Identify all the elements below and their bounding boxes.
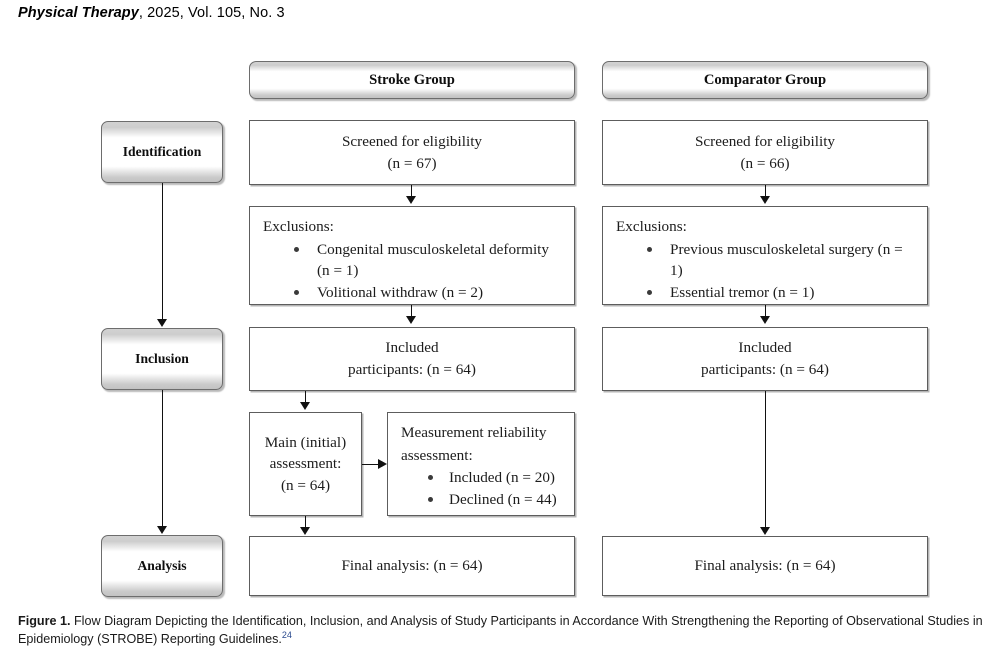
box-comparator-included: Included participants: (n = 64) xyxy=(602,327,928,391)
stroke-reliability-line1: Measurement reliability xyxy=(401,424,547,441)
arrowhead-inclusion-to-analysis xyxy=(157,526,167,534)
arrowhead-stroke-exclusions xyxy=(406,196,416,204)
box-comparator-exclusions: Exclusions: Previous musculoskeletal sur… xyxy=(602,206,928,305)
journal-running-head: Physical Therapy, 2025, Vol. 105, No. 3 xyxy=(18,5,285,21)
connector-comparator-exclusions-to-included xyxy=(765,305,766,318)
connector-main-to-reliability xyxy=(362,464,380,465)
arrowhead-stroke-main-assessment xyxy=(300,402,310,410)
comparator-included-line1: Included xyxy=(738,339,792,357)
figure-caption-reference: 24 xyxy=(281,630,292,641)
box-stroke-main-assessment: Main (initial) assessment: (n = 64) xyxy=(249,412,362,516)
column-header-stroke-label: Stroke Group xyxy=(369,71,455,88)
comparator-screened-line2: (n = 66) xyxy=(740,154,790,172)
stroke-main-line2: assessment: xyxy=(269,455,342,473)
stroke-screened-line1: Screened for eligibility xyxy=(341,132,483,150)
arrowhead-comparator-exclusions xyxy=(760,196,770,204)
figure-caption: Figure 1. Flow Diagram Depicting the Ide… xyxy=(18,612,986,649)
box-stroke-reliability-assessment: Measurement reliability assessment: Incl… xyxy=(387,412,575,516)
box-stroke-included: Included participants: (n = 64) xyxy=(249,327,575,391)
comparator-included-line2: participants: (n = 64) xyxy=(701,361,829,378)
comparator-exclusions-label: Exclusions: xyxy=(616,218,687,235)
stroke-included-line1: Included xyxy=(385,339,439,357)
stroke-exclusions-label: Exclusions: xyxy=(263,218,334,235)
arrowhead-stroke-included xyxy=(406,316,416,324)
journal-title: Physical Therapy xyxy=(18,5,139,21)
stroke-main-line1: Main (initial) xyxy=(264,433,347,451)
connector-inclusion-to-analysis xyxy=(162,390,163,527)
stroke-included-line2: participants: (n = 64) xyxy=(348,361,476,378)
connector-stroke-included-to-main xyxy=(305,391,306,404)
comparator-final-analysis-text: Final analysis: (n = 64) xyxy=(694,557,836,575)
journal-issue: , 2025, Vol. 105, No. 3 xyxy=(138,5,285,21)
arrowhead-reliability xyxy=(378,459,387,469)
column-header-comparator: Comparator Group xyxy=(602,61,928,99)
stage-label-inclusion-text: Inclusion xyxy=(135,351,189,366)
stroke-final-analysis-text: Final analysis: (n = 64) xyxy=(341,557,483,575)
stroke-exclusions-list: Congenital musculoskeletal deformity (n … xyxy=(291,239,563,304)
box-comparator-screened: Screened for eligibility (n = 66) xyxy=(602,120,928,185)
list-item: Declined (n = 44) xyxy=(425,489,563,510)
stroke-reliability-list: Included (n = 20) Declined (n = 44) xyxy=(425,467,563,511)
stage-label-inclusion: Inclusion xyxy=(101,328,223,390)
comparator-screened-line1: Screened for eligibility xyxy=(694,132,836,150)
box-stroke-exclusions: Exclusions: Congenital musculoskeletal d… xyxy=(249,206,575,305)
arrowhead-identification-to-inclusion xyxy=(157,319,167,327)
stroke-screened-line2: (n = 67) xyxy=(387,154,437,172)
list-item: Previous musculoskeletal surgery (n = 1) xyxy=(644,239,916,282)
stroke-main-line3: (n = 64) xyxy=(280,476,331,494)
connector-stroke-exclusions-to-included xyxy=(411,305,412,318)
list-item: Volitional withdraw (n = 2) xyxy=(291,282,563,303)
list-item: Essential tremor (n = 1) xyxy=(644,282,916,303)
figure-caption-text: Flow Diagram Depicting the Identificatio… xyxy=(18,614,983,647)
list-item: Included (n = 20) xyxy=(425,467,563,488)
comparator-exclusions-list: Previous musculoskeletal surgery (n = 1)… xyxy=(644,239,916,304)
column-header-comparator-label: Comparator Group xyxy=(703,71,827,88)
column-header-stroke: Stroke Group xyxy=(249,61,575,99)
stage-label-identification: Identification xyxy=(101,121,223,183)
connector-stroke-screened-to-exclusions xyxy=(411,185,412,198)
arrowhead-stroke-final-analysis xyxy=(300,527,310,535)
stage-label-analysis-text: Analysis xyxy=(137,558,187,573)
stage-label-analysis: Analysis xyxy=(101,535,223,597)
connector-comparator-screened-to-exclusions xyxy=(765,185,766,198)
connector-main-to-final-analysis xyxy=(305,516,306,528)
box-stroke-screened: Screened for eligibility (n = 67) xyxy=(249,120,575,185)
connector-identification-to-inclusion xyxy=(162,183,163,320)
box-stroke-final-analysis: Final analysis: (n = 64) xyxy=(249,536,575,596)
figure-caption-label: Figure 1. xyxy=(18,614,71,628)
box-comparator-final-analysis: Final analysis: (n = 64) xyxy=(602,536,928,596)
list-item: Congenital musculoskeletal deformity (n … xyxy=(291,239,563,282)
connector-comparator-included-to-final xyxy=(765,391,766,527)
stage-label-identification-text: Identification xyxy=(122,144,202,159)
arrowhead-comparator-included xyxy=(760,316,770,324)
stroke-reliability-line2: assessment: xyxy=(401,446,473,464)
arrowhead-comparator-final-analysis xyxy=(760,527,770,535)
